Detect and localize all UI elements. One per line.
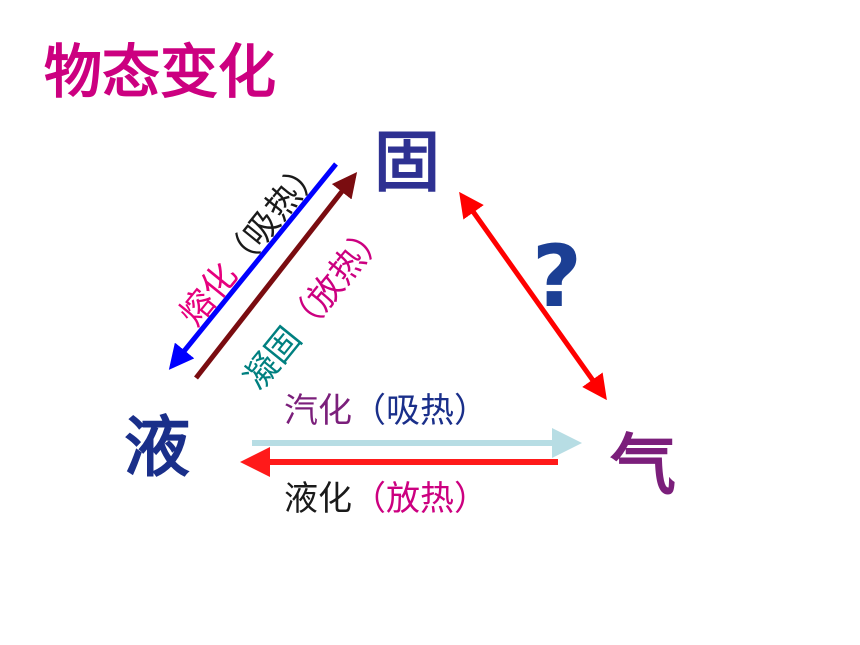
state-gas-label: 气 xyxy=(610,427,676,504)
solidification-arrow xyxy=(194,172,358,380)
solidification-heat: （放热） xyxy=(279,214,396,345)
page-title: 物态变化 xyxy=(44,38,276,106)
vaporization-heat: （吸热） xyxy=(352,391,488,431)
liquefaction-label: 液化（放热） xyxy=(284,479,488,519)
vaporization-name: 汽化 xyxy=(284,391,352,431)
sublimation-deposition-arrow xyxy=(459,191,607,401)
state-liquid-label: 液 xyxy=(124,409,190,486)
liquefaction-name: 液化 xyxy=(284,479,352,519)
liquefaction-heat: （放热） xyxy=(352,479,488,519)
melting-heat: （吸热） xyxy=(215,150,332,281)
unknown-transition-mark: ? xyxy=(532,227,582,327)
state-solid-label: 固 xyxy=(374,124,440,201)
vaporization-label: 汽化（吸热） xyxy=(284,391,488,431)
melting-arrow xyxy=(168,162,338,370)
